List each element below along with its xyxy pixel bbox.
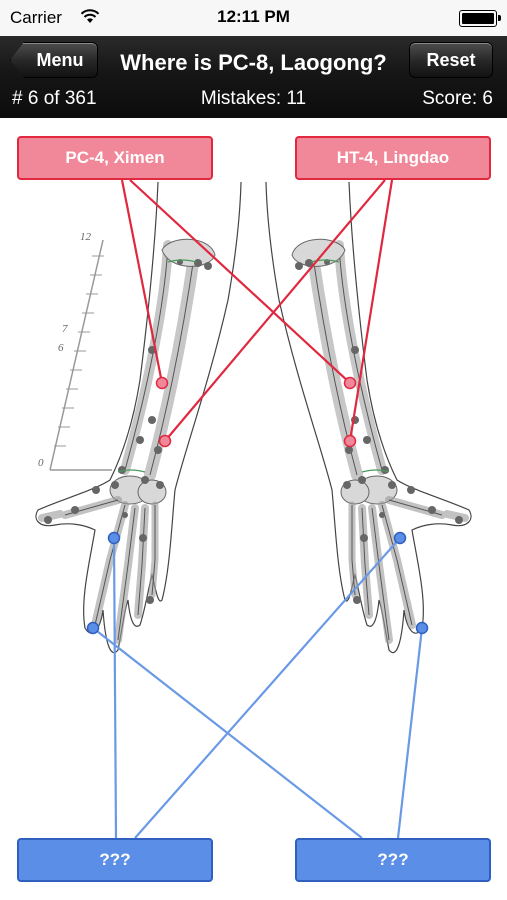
- line-pc4-to-point: [120, 179, 164, 384]
- line-pc4-to-point-b: [129, 179, 351, 384]
- reset-button[interactable]: Reset: [409, 42, 493, 78]
- target-point-pink[interactable]: [343, 434, 357, 448]
- carrier-label: Carrier: [10, 8, 62, 27]
- answer-label-top-left[interactable]: PC-4, Ximen: [17, 136, 213, 180]
- target-point-pink[interactable]: [155, 376, 169, 390]
- clock: 12:11 PM: [217, 7, 290, 26]
- ruler-tick-6: 6: [58, 342, 64, 354]
- target-point-blue[interactable]: [393, 531, 407, 545]
- battery-icon: [459, 10, 501, 27]
- quiz-area: 12 7 6 0 PC: [0, 118, 507, 900]
- status-bar: Carrier 12:11 PM: [0, 0, 507, 36]
- connector-lines: [92, 179, 424, 839]
- arm-diagram: 12 7 6 0: [0, 118, 507, 839]
- target-point-blue[interactable]: [107, 531, 121, 545]
- target-point-pink[interactable]: [343, 376, 357, 390]
- measurement-ruler: 12 7 6 0: [38, 231, 112, 471]
- target-point-blue[interactable]: [86, 621, 100, 635]
- answer-label-bottom-left[interactable]: ???: [17, 838, 213, 882]
- ruler-tick-12: 12: [80, 231, 92, 243]
- wifi-icon: [80, 9, 100, 23]
- line-ht4-to-point: [164, 179, 386, 442]
- question-counter: # 6 of 361: [12, 88, 97, 109]
- nav-bar: Menu Where is PC-8, Laogong? Reset # 6 o…: [0, 36, 507, 118]
- ruler-tick-7: 7: [62, 323, 68, 335]
- target-point-pink[interactable]: [158, 434, 172, 448]
- answer-label-bottom-right[interactable]: ???: [295, 838, 491, 882]
- mistakes-count: Mistakes: 11: [200, 88, 307, 109]
- stats-row: # 6 of 361 Mistakes: 11 Score: 6: [0, 88, 507, 114]
- right-arm: [266, 182, 471, 653]
- score-value: Score: 6: [422, 88, 493, 109]
- question-title: Where is PC-8, Laogong?: [120, 50, 387, 75]
- line-q2-to-point: [92, 627, 363, 839]
- line-q2-to-point-b: [396, 627, 424, 839]
- answer-label-top-right[interactable]: HT-4, Lingdao: [295, 136, 491, 180]
- line-q1-to-point-b: [134, 537, 401, 839]
- line-q1-to-point: [112, 537, 118, 839]
- target-point-blue[interactable]: [415, 621, 429, 635]
- ruler-tick-0: 0: [38, 457, 44, 469]
- menu-button[interactable]: Menu: [10, 42, 98, 78]
- line-ht4-to-point-b: [348, 179, 394, 442]
